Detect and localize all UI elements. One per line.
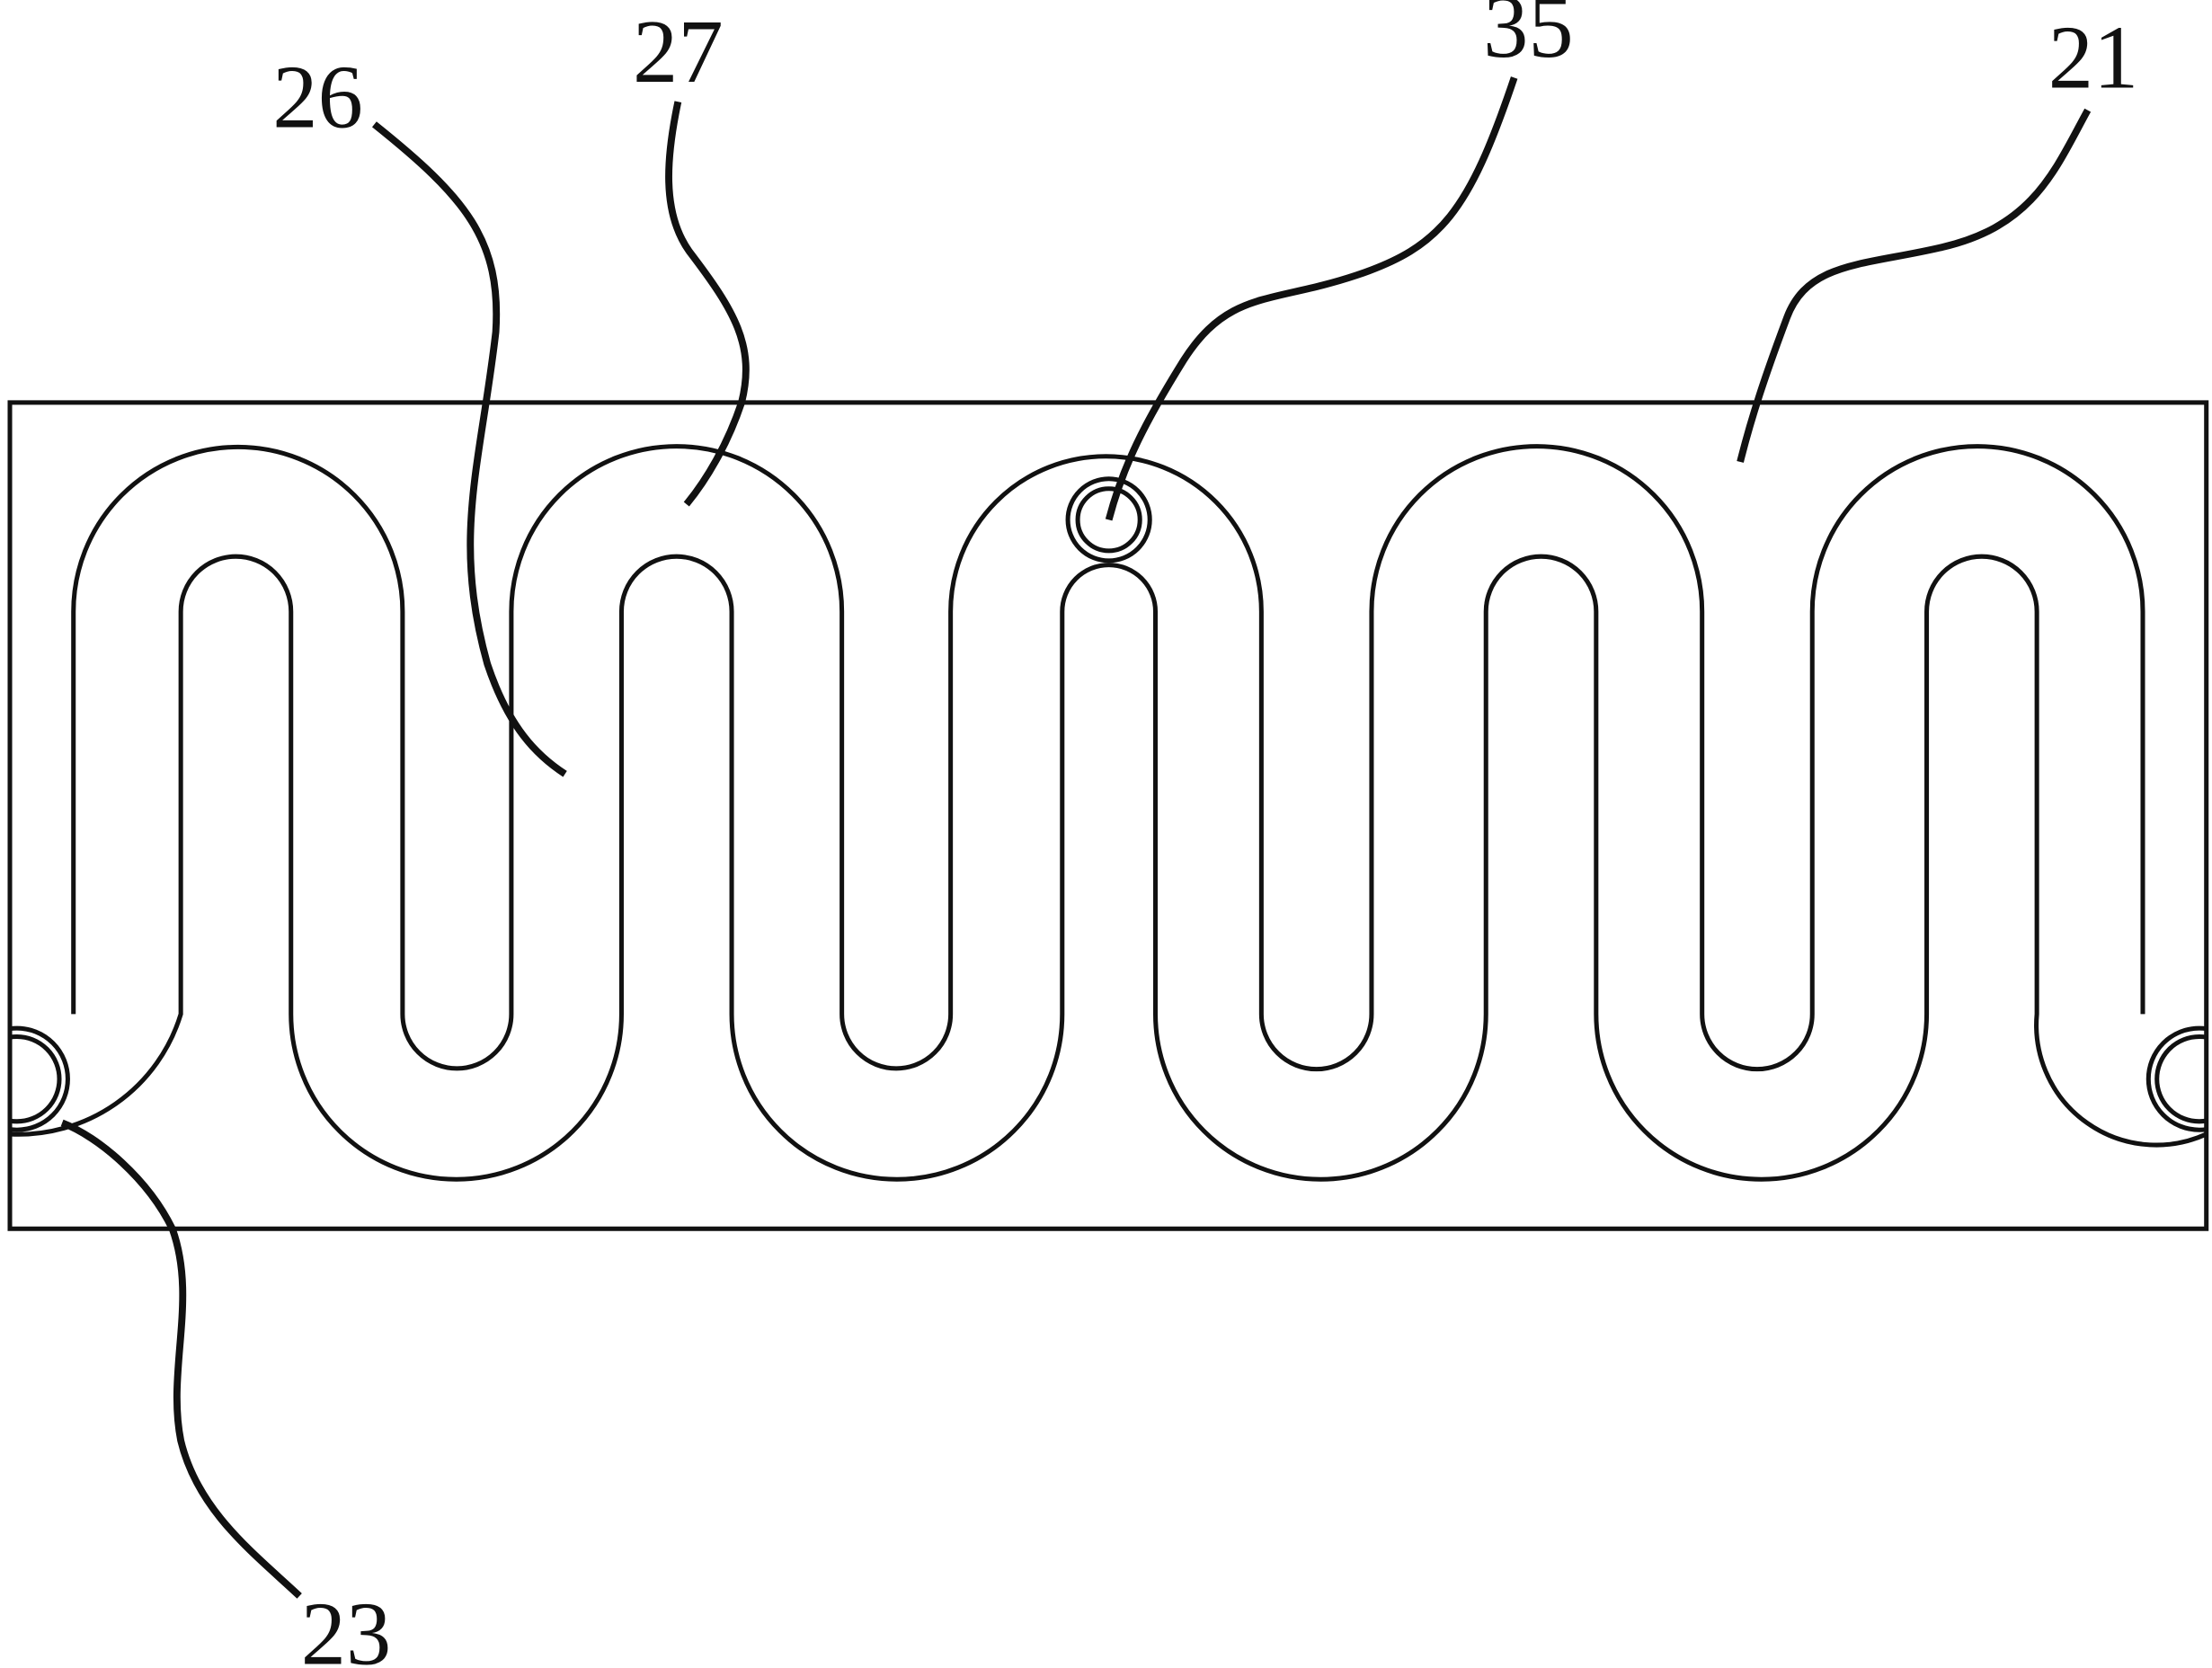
left-port-outer-ring <box>10 1025 70 1132</box>
plate-outline <box>7 400 2209 1231</box>
leader-line-23 <box>60 1119 302 1599</box>
right-port-outer-ring <box>2145 1025 2207 1132</box>
label-21: 21 <box>2048 6 2139 107</box>
center-hole-inner-ring <box>1075 486 1142 554</box>
leader-line-26 <box>371 121 567 777</box>
label-26: 26 <box>272 46 363 146</box>
left-port-inner-ring <box>10 1034 62 1124</box>
label-23: 23 <box>301 1583 392 1668</box>
leader-line-27 <box>665 101 750 507</box>
leader-line-21 <box>1737 108 2092 463</box>
center-hole-outer-ring <box>1065 476 1152 563</box>
label-35: 35 <box>1483 0 1574 76</box>
leader-line-35 <box>1105 76 1518 521</box>
serpentine-outer-boundary <box>10 554 2207 1182</box>
right-port-inner-ring <box>2154 1034 2207 1124</box>
serpentine-inner-boundary <box>71 444 2145 1072</box>
label-27: 27 <box>633 1 724 102</box>
